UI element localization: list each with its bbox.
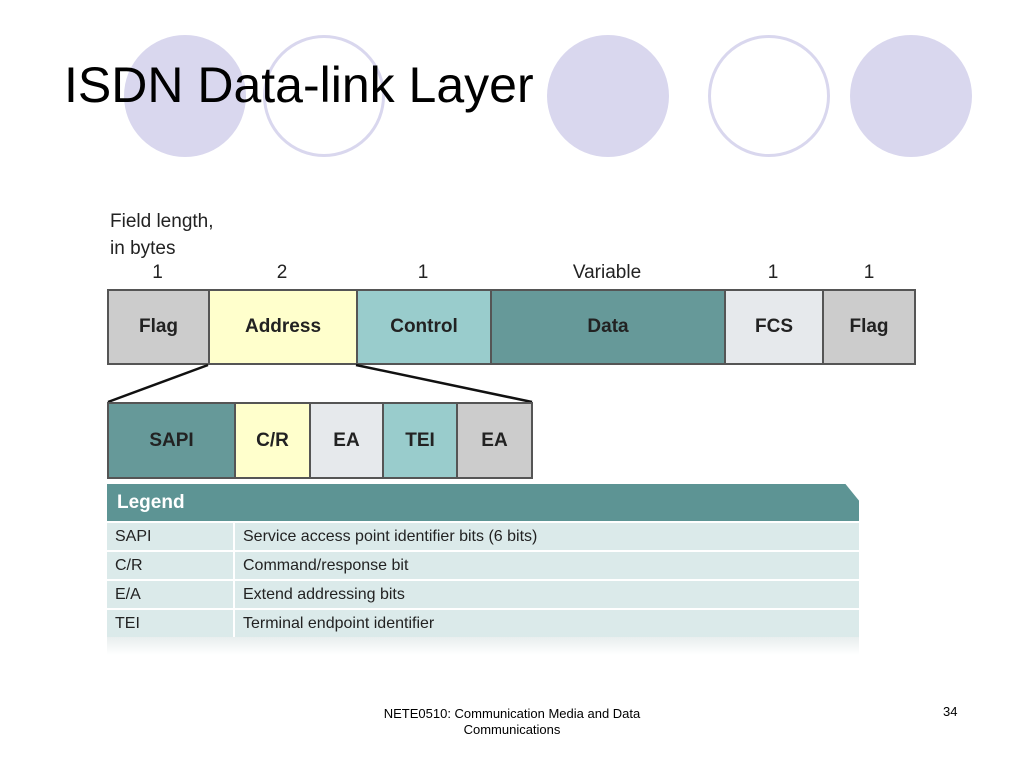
legend-term: C/R [107, 552, 235, 579]
legend-title: Legend [107, 484, 859, 521]
decor-circle-1 [124, 35, 246, 157]
field-length-line2: in bytes [110, 238, 176, 259]
footer-line2: Communications [463, 722, 561, 737]
decor-circle-2 [263, 35, 385, 157]
field-length-data: Variable [572, 262, 642, 283]
legend-definition: Command/response bit [243, 556, 409, 574]
legend-definition: Terminal endpoint identifier [243, 614, 435, 632]
field-length-address: 2 [276, 262, 288, 283]
address-field-sapi: SAPI [109, 404, 236, 477]
address-field-ea-end: EA [458, 404, 531, 477]
legend-definition: Service access point identifier bits (6 … [243, 527, 538, 545]
page-number: 34 [943, 704, 958, 719]
frame-field-data: Data [492, 291, 726, 363]
frame-field-flag: Flag [109, 291, 210, 363]
address-field-tei: TEI [384, 404, 458, 477]
legend-term: SAPI [107, 523, 235, 550]
decor-circle-5 [850, 35, 972, 157]
frame-field-flag-end: Flag [824, 291, 914, 363]
legend-row: C/R Command/response bit [107, 550, 859, 579]
field-length-control: 1 [417, 262, 429, 283]
zoom-line-left [107, 363, 209, 404]
legend-term: E/A [107, 581, 235, 608]
slide-footer: NETE0510: Communication Media and Data C… [362, 706, 662, 738]
legend-row: TEI Terminal endpoint identifier [107, 608, 859, 637]
field-length-fcs: 1 [767, 262, 779, 283]
frame-field-control: Control [358, 291, 492, 363]
legend-shadow [107, 637, 859, 655]
field-length-caption: Field length, in bytes [110, 208, 214, 262]
field-length-flag: 1 [152, 262, 163, 283]
decor-circle-4 [708, 35, 830, 157]
field-length-line1: Field length, [110, 211, 214, 232]
frame-field-address: Address [210, 291, 358, 363]
legend-row: E/A Extend addressing bits [107, 579, 859, 608]
address-breakdown: SAPI C/R EA TEI EA [107, 402, 533, 479]
legend-term: TEI [107, 610, 235, 637]
address-field-ea: EA [311, 404, 384, 477]
slide-title: ISDN Data-link Layer [64, 57, 534, 113]
legend-row: SAPI Service access point identifier bit… [107, 521, 859, 550]
zoom-line-right [355, 363, 533, 404]
address-field-cr: C/R [236, 404, 311, 477]
frame-format: Flag Address Control Data FCS Flag [107, 289, 916, 365]
legend-table: Legend SAPI Service access point identif… [107, 484, 859, 655]
footer-line1: NETE0510: Communication Media and Data [383, 706, 641, 721]
frame-field-fcs: FCS [726, 291, 824, 363]
legend-definition: Extend addressing bits [243, 585, 405, 603]
field-length-flag-end: 1 [863, 262, 875, 283]
decor-circle-3 [547, 35, 669, 157]
